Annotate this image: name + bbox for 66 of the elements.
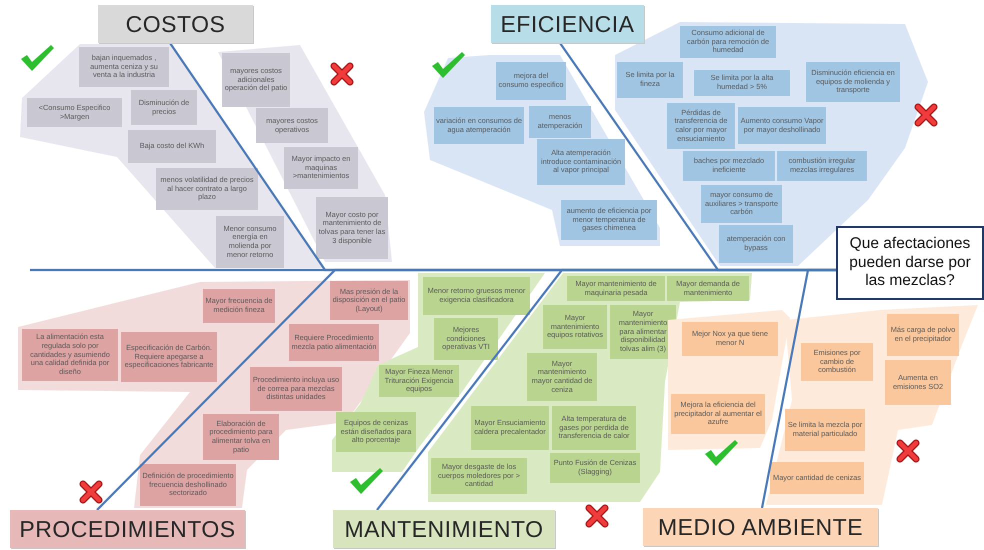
cause-box [121,332,217,382]
problem-box [836,226,984,300]
node-text: COSTOS [124,12,226,36]
cause-box [316,197,388,259]
cause-box [667,103,735,149]
category-box [98,5,253,43]
cause-box [527,353,597,401]
cause-box [682,322,778,356]
cause-box [434,107,524,144]
cause-box [434,318,498,360]
cause-box [330,281,408,320]
cause-box [379,365,459,397]
cause-box [671,394,765,434]
cause-box [701,185,782,223]
cause-box [336,412,416,452]
cause-box [543,305,607,349]
cause-box [250,367,342,411]
cause-box [79,47,169,87]
cause-box [683,151,775,181]
cause-box [550,453,640,483]
cause-box [27,98,122,127]
cause-box [694,70,790,96]
cause-box [777,151,867,181]
cause-box [567,276,665,301]
cause-box [140,464,236,506]
cause-box [801,343,873,381]
cause-box [610,305,676,359]
cause-box [738,107,826,144]
category-box [643,508,878,546]
node-text: MEDIO AMBIENTE [656,514,864,540]
cause-box [289,324,379,361]
cause-box [222,53,290,107]
cause-box [496,62,566,100]
cause-box [617,62,683,98]
cause-box [22,329,118,381]
node-text: Que afectaciones pueden darse por las mezclas? [848,234,972,292]
cause-box [552,406,636,450]
cause-box [256,108,328,143]
cause-box [770,462,864,494]
cause-box [216,216,284,268]
node-text: EFICIENCIA [499,12,636,36]
cause-box [887,314,959,356]
cause-box [806,62,900,102]
cause-box [431,458,527,494]
cause-box [471,406,549,450]
cause-box [785,409,865,451]
fishbone-line [760,268,836,508]
cause-box [284,147,358,189]
category-box [491,5,644,43]
cause-box [131,90,197,125]
cause-box [423,277,530,315]
cause-box [667,276,749,301]
cause-box [537,139,625,185]
cause-box [203,289,275,323]
cause-box [885,360,951,405]
cause-box [529,106,591,138]
category-box [10,510,245,548]
node-text: PROCEDIMIENTOS [18,516,237,542]
group-area [668,310,790,450]
node-text: MANTENIMIENTO [343,516,545,542]
cause-box [561,200,657,240]
cause-box [128,130,216,163]
category-box [333,510,555,548]
cause-box [680,26,776,58]
cause-box [156,168,258,210]
cause-box [719,225,793,263]
